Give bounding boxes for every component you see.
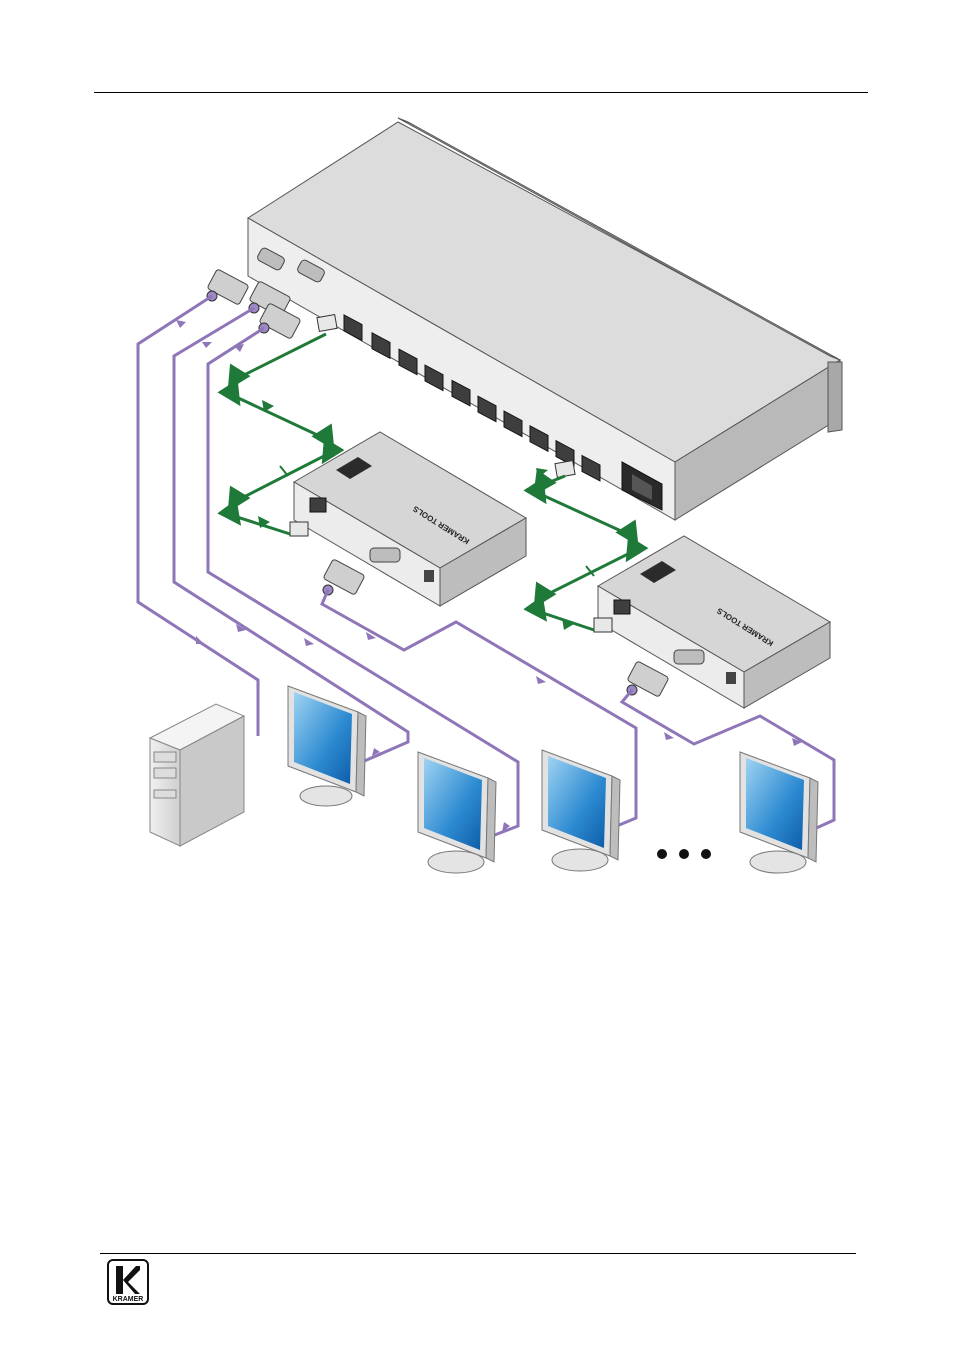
monitor-icon: [418, 752, 496, 873]
arrow-icon: [176, 320, 186, 328]
rj45-port: [614, 600, 630, 614]
rj45-plug: [317, 315, 337, 332]
computer-tower-icon: [150, 704, 244, 846]
kramer-logo-icon: KRAMER: [106, 1258, 150, 1306]
monitor-icon: [542, 750, 620, 871]
power-jack: [726, 672, 736, 684]
vga-port: [370, 548, 400, 562]
monitor-icon: [740, 752, 818, 873]
rj45-port: [310, 498, 326, 512]
arrow-icon: [536, 676, 546, 684]
rj45-plug: [555, 461, 575, 478]
vga-cable-computer: [138, 296, 258, 736]
rj45-plug: [594, 618, 612, 632]
monitor-icon: [288, 686, 366, 806]
ellipsis-dots: [657, 849, 711, 859]
amplifier-end-cap: [828, 362, 842, 432]
kramer-logo: KRAMER: [106, 1258, 150, 1306]
arrow-icon: [304, 638, 314, 646]
arrow-icon: [536, 468, 548, 478]
arrow-icon: [262, 400, 274, 412]
footer-rule: [100, 1253, 856, 1254]
svg-text:KRAMER: KRAMER: [113, 1296, 144, 1303]
power-jack: [424, 570, 434, 582]
arrow-icon: [664, 732, 674, 740]
vga-port: [674, 650, 704, 664]
arrow-icon: [202, 342, 212, 348]
rj45-plug: [290, 522, 308, 536]
cable-break: [280, 466, 288, 476]
